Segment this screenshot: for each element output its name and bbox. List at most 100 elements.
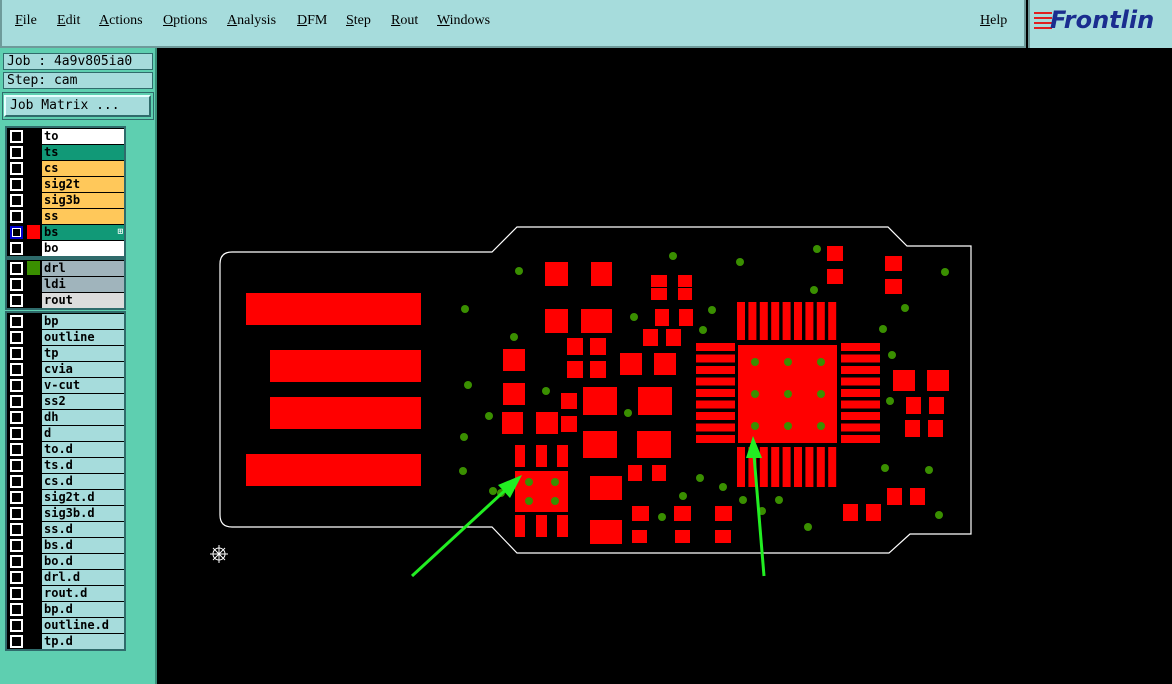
layer-row[interactable]: bs.d xyxy=(7,537,124,553)
layer-name[interactable]: rout xyxy=(42,293,124,308)
layer-checkbox[interactable] xyxy=(10,347,23,360)
layer-color-swatch[interactable] xyxy=(27,378,40,392)
layer-color-swatch[interactable] xyxy=(27,426,40,440)
layer-name[interactable]: ts.d xyxy=(42,458,124,473)
layer-row[interactable]: v-cut xyxy=(7,377,124,393)
layer-checkbox[interactable] xyxy=(10,491,23,504)
layer-color-swatch[interactable] xyxy=(27,209,40,223)
layer-color-swatch[interactable] xyxy=(27,586,40,600)
layer-color-swatch[interactable] xyxy=(27,538,40,552)
layer-checkbox[interactable] xyxy=(10,194,23,207)
layer-row[interactable]: to.d xyxy=(7,441,124,457)
layer-row[interactable]: ss xyxy=(7,208,124,224)
layer-checkbox[interactable] xyxy=(10,294,23,307)
layer-name[interactable]: outline xyxy=(42,330,124,345)
layer-color-swatch[interactable] xyxy=(27,346,40,360)
layer-checkbox[interactable] xyxy=(10,130,23,143)
layer-color-swatch[interactable] xyxy=(27,410,40,424)
layer-color-swatch[interactable] xyxy=(27,490,40,504)
layer-row[interactable]: bo.d xyxy=(7,553,124,569)
layer-name[interactable]: dh xyxy=(42,410,124,425)
layer-checkbox[interactable] xyxy=(10,459,23,472)
layer-checkbox[interactable] xyxy=(10,331,23,344)
menu-actions[interactable]: Actions xyxy=(99,13,143,28)
layer-color-swatch[interactable] xyxy=(27,570,40,584)
menu-file[interactable]: File xyxy=(15,13,37,28)
layer-row[interactable]: tp xyxy=(7,345,124,361)
layer-name[interactable]: bp.d xyxy=(42,602,124,617)
layer-checkbox[interactable] xyxy=(10,278,23,291)
layer-checkbox[interactable] xyxy=(10,443,23,456)
layer-name[interactable]: drl xyxy=(42,261,124,276)
layer-checkbox[interactable] xyxy=(10,315,23,328)
layer-checkbox[interactable] xyxy=(10,411,23,424)
layer-checkbox[interactable] xyxy=(10,363,23,376)
layer-color-swatch[interactable] xyxy=(27,618,40,632)
layer-row[interactable]: ldi xyxy=(7,276,124,292)
menu-rout[interactable]: Rout xyxy=(391,13,419,28)
layer-row[interactable]: d xyxy=(7,425,124,441)
layer-color-swatch[interactable] xyxy=(27,330,40,344)
layer-checkbox[interactable] xyxy=(10,210,23,223)
layer-row[interactable]: sig3b xyxy=(7,192,124,208)
layer-row[interactable]: bp xyxy=(7,313,124,329)
layer-row[interactable]: sig2t.d xyxy=(7,489,124,505)
layer-name[interactable]: outline.d xyxy=(42,618,124,633)
layer-row[interactable]: sig3b.d xyxy=(7,505,124,521)
layer-color-swatch[interactable] xyxy=(27,394,40,408)
menu-dfm[interactable]: DFM xyxy=(297,13,328,28)
layer-name[interactable]: tp xyxy=(42,346,124,361)
layer-row[interactable]: outline xyxy=(7,329,124,345)
layer-color-swatch[interactable] xyxy=(27,458,40,472)
expand-icon[interactable]: ⊞ xyxy=(117,227,123,237)
layer-checkbox[interactable] xyxy=(10,242,23,255)
job-matrix-button[interactable]: Job Matrix ... xyxy=(4,95,151,117)
layer-row[interactable]: ts.d xyxy=(7,457,124,473)
layer-checkbox[interactable] xyxy=(10,475,23,488)
layer-color-swatch[interactable] xyxy=(27,129,40,143)
layer-color-swatch[interactable] xyxy=(27,193,40,207)
layer-name[interactable]: bs⊞ xyxy=(42,225,124,240)
layer-checkbox[interactable] xyxy=(10,395,23,408)
layer-checkbox[interactable] xyxy=(10,379,23,392)
layer-name[interactable]: d xyxy=(42,426,124,441)
menu-edit[interactable]: Edit xyxy=(57,13,81,28)
layer-name[interactable]: sig2t xyxy=(42,177,124,192)
layer-name[interactable]: bo xyxy=(42,241,124,256)
layer-checkbox[interactable] xyxy=(10,587,23,600)
layer-row[interactable]: ss2 xyxy=(7,393,124,409)
layer-name[interactable]: bs.d xyxy=(42,538,124,553)
layer-row[interactable]: ss.d xyxy=(7,521,124,537)
layer-checkbox[interactable] xyxy=(10,226,23,239)
layer-color-swatch[interactable] xyxy=(27,474,40,488)
layer-name[interactable]: ss2 xyxy=(42,394,124,409)
layer-row[interactable]: tp.d xyxy=(7,633,124,649)
layer-color-swatch[interactable] xyxy=(27,177,40,191)
layer-name[interactable]: to.d xyxy=(42,442,124,457)
layer-name[interactable]: cvia xyxy=(42,362,124,377)
layer-name[interactable]: bo.d xyxy=(42,554,124,569)
layer-name[interactable]: rout.d xyxy=(42,586,124,601)
layer-color-swatch[interactable] xyxy=(27,522,40,536)
layer-name[interactable]: cs xyxy=(42,161,124,176)
layer-row[interactable]: bp.d xyxy=(7,601,124,617)
layer-checkbox[interactable] xyxy=(10,427,23,440)
layer-color-swatch[interactable] xyxy=(27,634,40,648)
layer-color-swatch[interactable] xyxy=(27,293,40,307)
menu-help[interactable]: Help xyxy=(980,13,1008,28)
layer-name[interactable]: ts xyxy=(42,145,124,160)
layer-color-swatch[interactable] xyxy=(27,362,40,376)
layer-checkbox[interactable] xyxy=(10,619,23,632)
layer-row[interactable]: outline.d xyxy=(7,617,124,633)
layer-color-swatch[interactable] xyxy=(27,506,40,520)
layer-checkbox[interactable] xyxy=(10,178,23,191)
layer-color-swatch[interactable] xyxy=(27,314,40,328)
layer-color-swatch[interactable] xyxy=(27,145,40,159)
layer-name[interactable]: sig3b.d xyxy=(42,506,124,521)
layer-checkbox[interactable] xyxy=(10,539,23,552)
layer-row[interactable]: bs⊞ xyxy=(7,224,124,240)
layer-row[interactable]: rout.d xyxy=(7,585,124,601)
layer-color-swatch[interactable] xyxy=(27,442,40,456)
layer-name[interactable]: ldi xyxy=(42,277,124,292)
layer-name[interactable]: bp xyxy=(42,314,124,329)
